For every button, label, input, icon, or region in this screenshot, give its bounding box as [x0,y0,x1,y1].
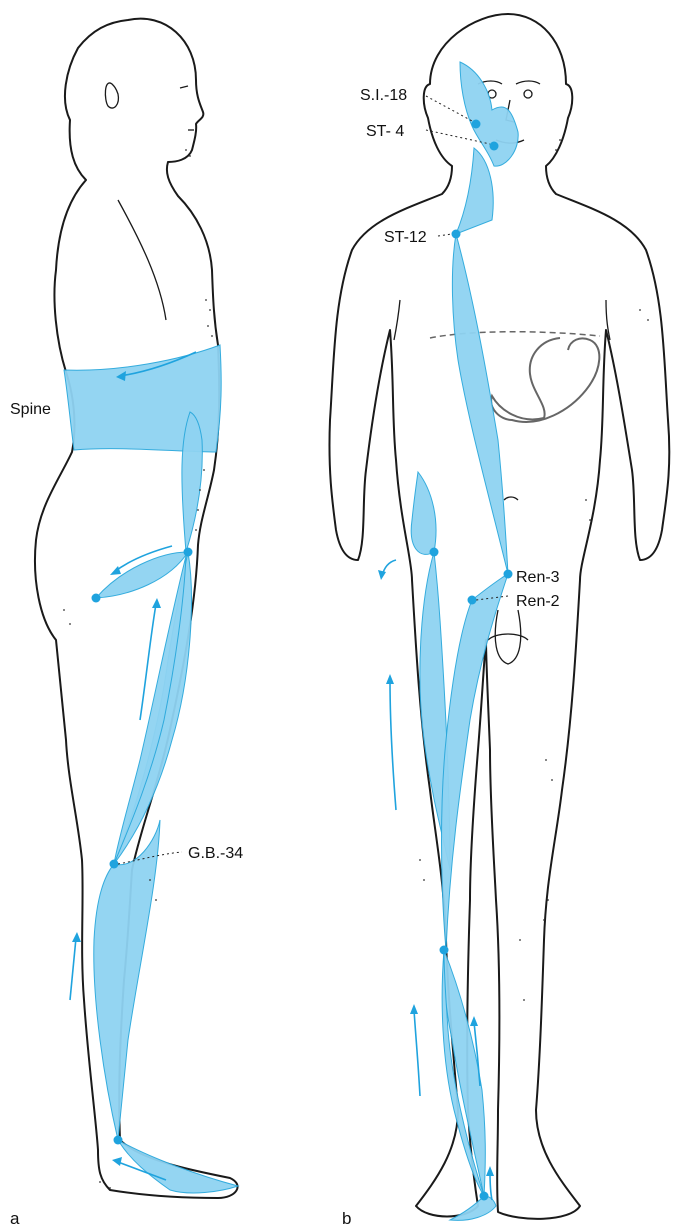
label-gb34: G.B.-34 [188,845,243,862]
point-hip [184,548,193,557]
point-buttock [92,594,101,603]
figure-b-front-view: S.I.-18 ST- 4 ST-12 Ren-3 Ren-2 b [329,14,669,1228]
label-ren2: Ren-2 [516,593,560,610]
label-si18: S.I.-18 [360,87,407,104]
label-spine: Spine [10,401,51,418]
point-st4 [490,142,499,151]
label-st12: ST-12 [384,229,427,246]
point-ren2 [468,596,477,605]
point-ren3 [504,570,513,579]
point-side-lobe [430,548,439,557]
body-outline-front [329,14,669,1219]
label-st4: ST- 4 [366,123,404,140]
point-ankle-side [114,1136,123,1145]
figure-a-side-view: Spine G.B.-34 a [10,19,243,1228]
point-st12 [452,230,461,239]
panel-label-a: a [10,1209,20,1228]
point-gb34 [110,860,119,869]
panel-label-b: b [342,1209,351,1228]
point-knee-front [440,946,449,955]
point-ankle-front [480,1192,489,1201]
point-si18 [472,120,481,129]
label-ren3: Ren-3 [516,569,560,586]
body-outline-side [35,19,238,1198]
